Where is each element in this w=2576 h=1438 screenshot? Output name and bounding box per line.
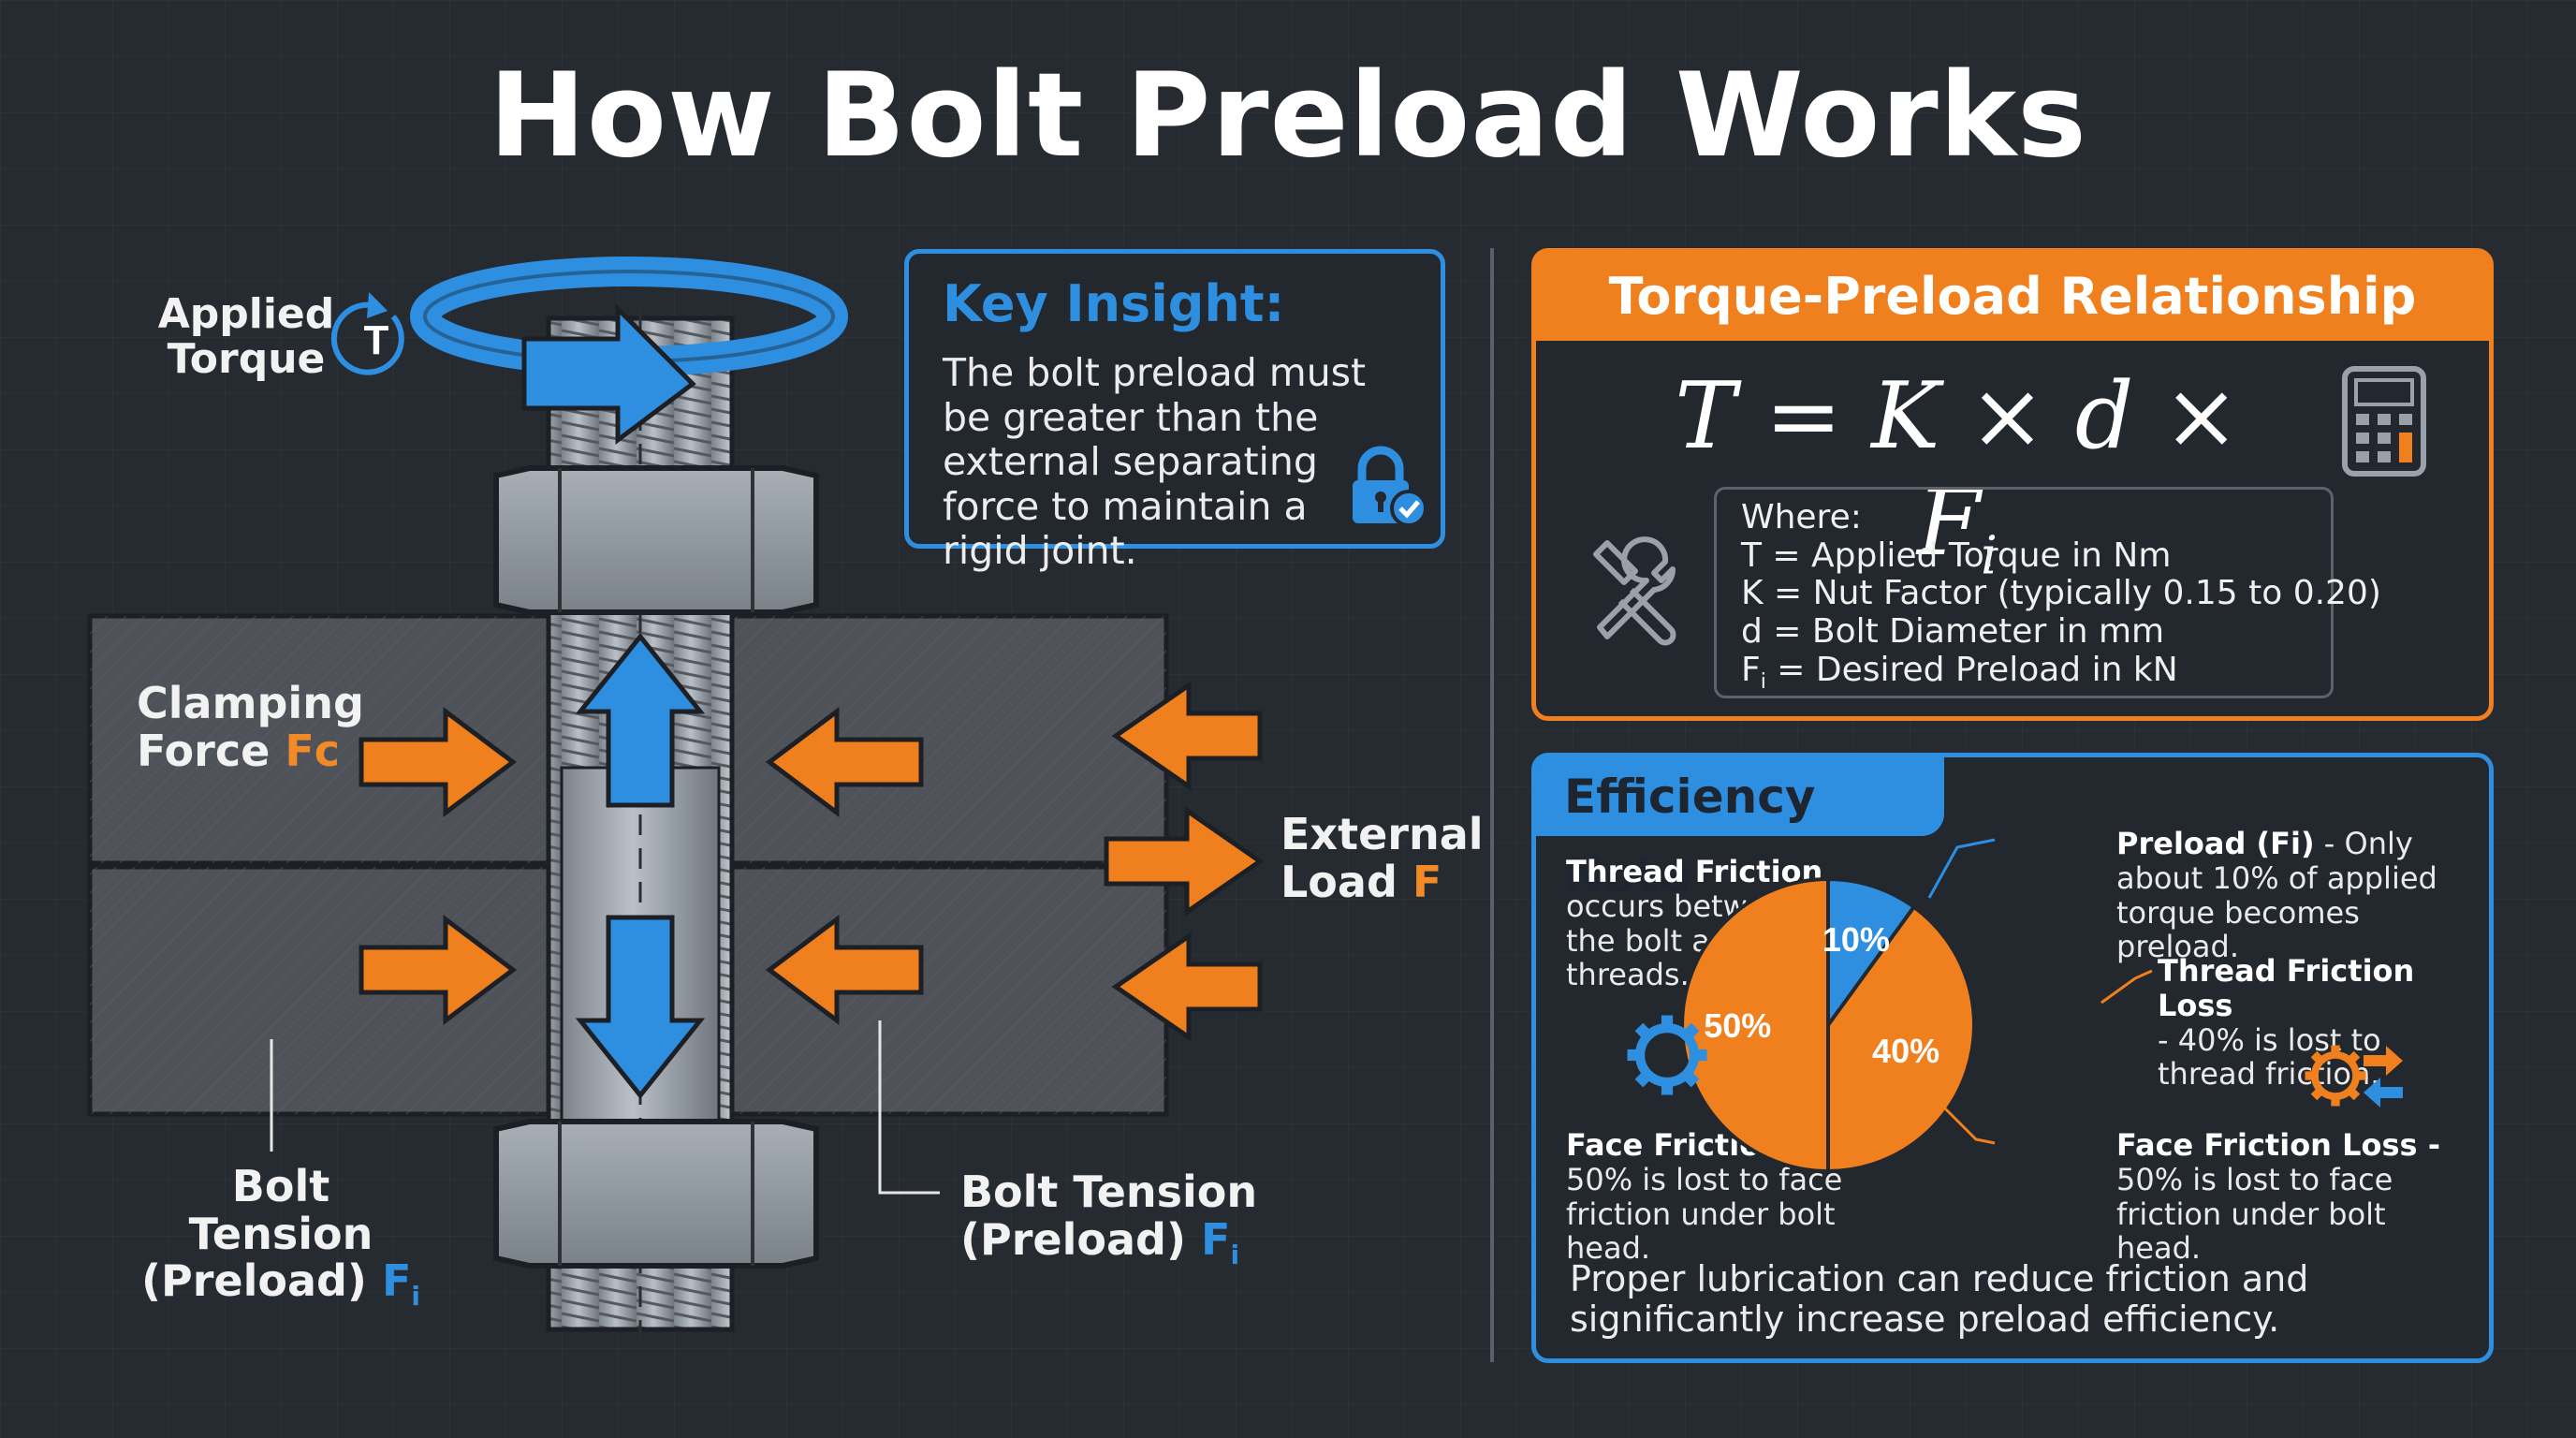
torque-symbol: T <box>364 317 389 363</box>
thread-loss-connector <box>2100 969 2153 1005</box>
definition-torque: T = Applied Torque in Nm <box>1741 536 2172 575</box>
tools-icon <box>1593 536 1676 646</box>
lock-check-icon <box>1353 446 1427 527</box>
swap-arrow-right-icon <box>2364 1078 2403 1108</box>
pie-label-preload: 10% <box>1822 920 1890 959</box>
tension-arrow-down <box>575 915 706 1100</box>
rotation-arrow-icon: T <box>330 292 404 375</box>
pie-slice-face-friction-loss <box>1680 876 1830 1174</box>
external-arrow-middle <box>1104 806 1265 917</box>
page-title: How Bolt Preload Works <box>489 49 2087 183</box>
gear-right-icon <box>2305 1045 2366 1107</box>
pie-label-thread-friction-loss: 40% <box>1872 1032 1939 1070</box>
definition-nut-factor: K = Nut Factor (typically 0.15 to 0.20) <box>1741 574 2381 613</box>
thread-friction-connector <box>1705 966 1778 1006</box>
swap-arrow-left-icon <box>2364 1046 2403 1076</box>
definition-diameter: d = Bolt Diameter in mm <box>1741 612 2165 652</box>
top-nut <box>493 465 819 615</box>
torque-preload-title: Torque-Preload Relationship <box>1536 253 2489 341</box>
pie-slice-preload <box>1826 876 1917 1032</box>
external-arrow-top <box>1111 681 1263 791</box>
thread-loss-note: Thread Friction Loss- 40% is lost to thr… <box>2158 953 2415 1093</box>
efficiency-pie-chart: 10% 40% 50% <box>1627 838 2403 1174</box>
preload-note: Preload (Fi) - Only about 10% of applied… <box>2116 826 2437 965</box>
torque-formula: T = K × d × Fi <box>1675 363 2240 587</box>
clamping-symbol: Fc <box>285 725 341 776</box>
external-load-label: External Load F <box>1281 809 1484 907</box>
key-insight-title: Key Insight: <box>943 274 1285 333</box>
bolt-head <box>493 1119 819 1269</box>
definition-preload: Fi = Desired Preload in kN <box>1741 650 2178 694</box>
key-insight-panel: Key Insight: The bolt preload must be gr… <box>904 249 1445 573</box>
bolt-tension-right-label: Bolt Tension (Preload) Fi <box>960 1167 1258 1270</box>
gear-icon <box>1627 1015 1707 1095</box>
gear-small-icon <box>1707 1052 1754 1099</box>
calculator-icon <box>2342 366 2426 477</box>
key-insight-body: The bolt preload must be greater than th… <box>943 350 1367 574</box>
clamping-force-label: Clamping Force Fc <box>137 678 364 776</box>
connector-arrowhead <box>1778 995 1794 1014</box>
lubrication-note: Proper lubrication can reduce friction a… <box>1570 1258 2309 1340</box>
face-loss-connector <box>1937 1100 1996 1145</box>
where-definitions: Where: T = Applied Torque in Nm K = Nut … <box>1714 487 2381 698</box>
torque-preload-panel: Torque-Preload Relationship T = K × d × … <box>1531 248 2494 721</box>
clamp-arrow-left-bottom <box>359 915 518 1025</box>
pie-slice-thread-friction-loss <box>1826 903 1976 1174</box>
preload-connector <box>1927 838 1996 899</box>
where-title: Where: <box>1741 498 1862 536</box>
pie-label-face-friction-loss: 50% <box>1704 1006 1771 1045</box>
clamp-arrow-left-top <box>359 707 518 817</box>
face-loss-right-note: Face Friction Loss -50% is lost to face … <box>2116 1127 2440 1267</box>
tension-arrow-up <box>575 632 706 808</box>
clamp-arrow-right-bottom <box>765 915 924 1025</box>
bolt-joint-diagram: T <box>87 257 1265 1332</box>
clamp-arrow-right-top <box>765 707 924 817</box>
torque-rotation-arrow <box>410 257 848 445</box>
efficiency-title: Efficiency Note <box>1536 757 1944 902</box>
external-symbol: F <box>1412 856 1442 907</box>
external-arrow-bottom <box>1111 932 1263 1042</box>
vertical-divider <box>1490 248 1494 1362</box>
bolt-tension-left-label: Bolt Tension (Preload) Fi <box>140 1161 421 1313</box>
applied-torque-label: Applied Torque <box>157 290 335 384</box>
